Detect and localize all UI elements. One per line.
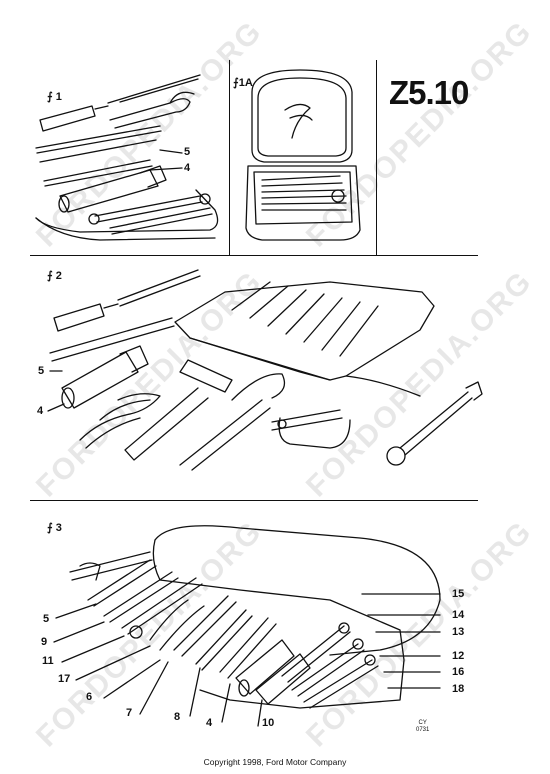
callout-p2-4: 4	[37, 405, 44, 417]
callout-p3-6: 6	[86, 691, 93, 703]
callout-p3-5: 5	[43, 613, 50, 625]
callout-p3-4: 4	[206, 717, 213, 729]
callout-p3-12: 12	[452, 650, 465, 662]
divider-horizontal	[30, 500, 478, 501]
panel-label-3: ⨍ 3	[47, 522, 62, 534]
divider-horizontal	[30, 255, 478, 256]
callout-p3-16: 16	[452, 666, 465, 678]
callout-p3-15: 15	[452, 588, 465, 600]
callout-p3-11: 11	[42, 655, 54, 667]
callout-p3-17: 17	[58, 673, 71, 685]
callout-p2-5: 5	[38, 365, 45, 377]
copyright-footer: Copyright 1998, Ford Motor Company	[203, 757, 347, 767]
callout-p3-13: 13	[452, 626, 465, 638]
panel-label-1a: ⨍1A	[233, 77, 253, 89]
callout-p3-9: 9	[41, 636, 48, 648]
callout-p1-5: 5	[184, 146, 191, 158]
callout-p3-14: 14	[452, 609, 465, 621]
callout-p3-18: 18	[452, 683, 465, 695]
panel-label-2: ⨍ 2	[47, 270, 62, 282]
page-code: Z5.10	[389, 74, 469, 111]
panel-1-tool-kit	[35, 74, 219, 241]
divider-vertical	[229, 60, 230, 256]
divider-vertical	[376, 60, 377, 256]
drawing-reference: CY 0731	[416, 720, 430, 733]
callout-p3-10: 10	[262, 717, 275, 729]
panel-label-1: ⨍ 1	[47, 91, 62, 103]
panel-1a-tool-case	[245, 69, 361, 241]
callout-p3-7: 7	[126, 707, 133, 719]
callout-p3-8: 8	[174, 711, 181, 723]
panel-2-tool-kit	[47, 269, 483, 471]
panel-3-tool-kit	[53, 525, 441, 727]
callout-p1-4: 4	[184, 162, 191, 174]
